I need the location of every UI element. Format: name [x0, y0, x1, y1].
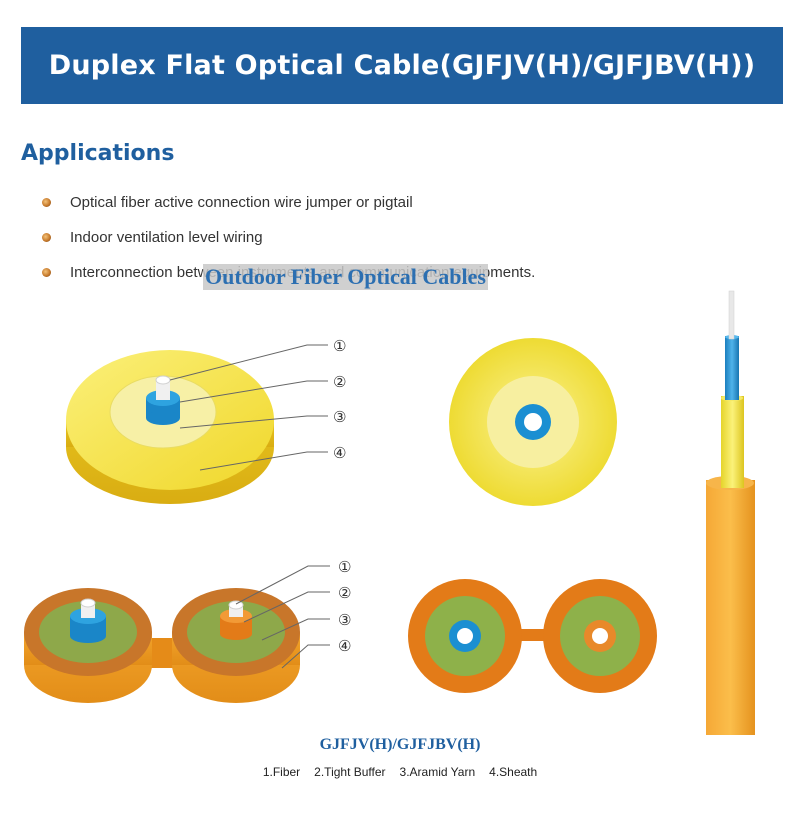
- bullet-icon: [42, 233, 51, 242]
- duplex-cable-3d: [24, 588, 300, 703]
- legend-fiber: 1.Fiber: [262, 765, 301, 779]
- component-legend: 1.Fiber 2.Tight Buffer 3.Aramid Yarn 4.S…: [0, 765, 800, 779]
- model-title: GJFJV(H)/GJFJBV(H): [319, 736, 481, 753]
- overlay-caption: Outdoor Fiber Optical Cables: [203, 264, 488, 290]
- leader-lines-bottom: [235, 565, 330, 669]
- single-cable-cross-section: [449, 338, 617, 506]
- list-item-text: Indoor ventilation level wiring: [70, 229, 263, 246]
- single-cable-3d: [66, 350, 274, 504]
- bullet-icon: [42, 268, 51, 277]
- duplex-cable-cross-section: [408, 579, 657, 693]
- applications-heading: Applications: [21, 141, 175, 166]
- list-item: Optical fiber active connection wire jum…: [42, 185, 535, 220]
- cable-side-view: [706, 290, 755, 735]
- callout-2-bottom: ②: [338, 584, 351, 602]
- callout-1-bottom: ①: [338, 558, 351, 576]
- callout-4: ④: [333, 444, 346, 462]
- bullet-icon: [42, 198, 51, 207]
- page-title: Duplex Flat Optical Cable(GJFJV(H)/GJFJB…: [48, 50, 756, 81]
- title-banner: Duplex Flat Optical Cable(GJFJV(H)/GJFJB…: [21, 27, 783, 104]
- callout-3: ③: [333, 408, 346, 426]
- callout-2: ②: [333, 373, 346, 391]
- list-item: Indoor ventilation level wiring: [42, 220, 535, 255]
- legend-tight-buffer: 2.Tight Buffer: [314, 765, 386, 779]
- callout-1: ①: [333, 337, 346, 355]
- legend-aramid-yarn: 3.Aramid Yarn: [399, 765, 476, 779]
- legend-sheath: 4.Sheath: [489, 765, 538, 779]
- callout-3-bottom: ③: [338, 611, 351, 629]
- callout-4-bottom: ④: [338, 637, 351, 655]
- leader-lines-top: [169, 344, 328, 471]
- list-item-text: Optical fiber active connection wire jum…: [70, 194, 413, 211]
